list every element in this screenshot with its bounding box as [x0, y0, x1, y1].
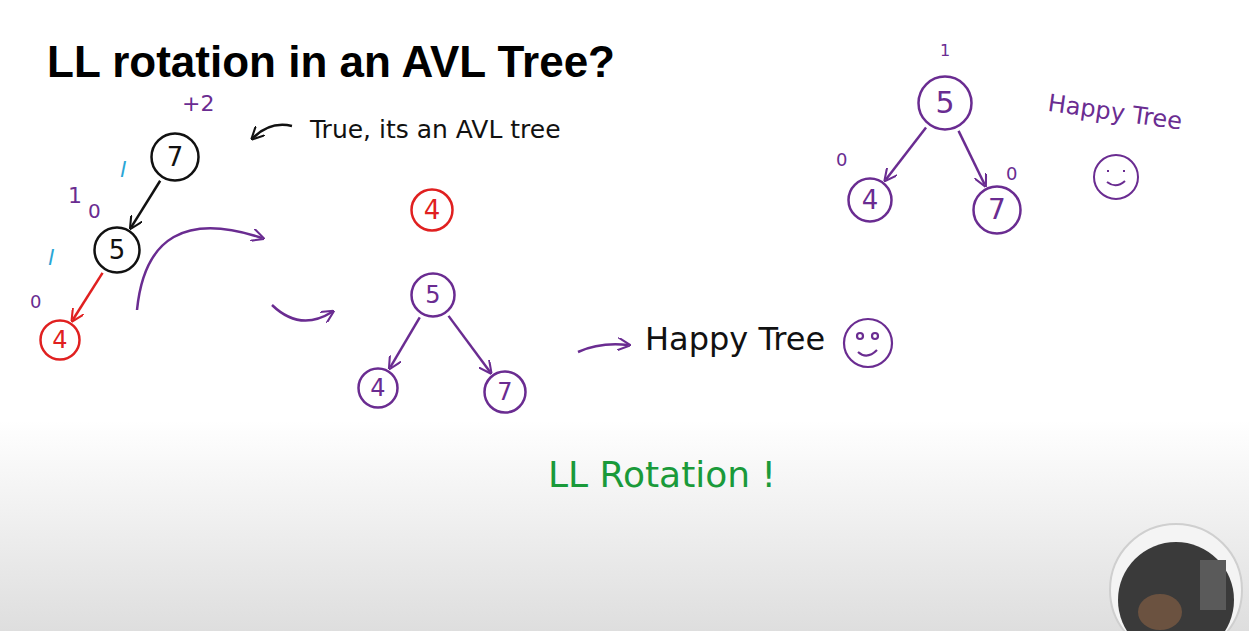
webcam-overlay [1110, 524, 1242, 631]
node-value: 4 [424, 197, 441, 223]
annotation: 0 [30, 292, 41, 312]
tree-node: 7 [972, 185, 1022, 235]
node-value: 7 [497, 380, 512, 404]
rotation-arrow [137, 228, 262, 310]
tree-node: 7 [483, 370, 527, 414]
annotation: l [120, 158, 126, 182]
annotation: 1 [940, 42, 950, 60]
title: LL rotation in an AVL Tree? [47, 38, 615, 86]
tree-node: 4 [410, 188, 454, 232]
tree-node: 4 [39, 319, 81, 361]
rotation-arrow [272, 305, 332, 321]
node-value: 5 [425, 283, 440, 307]
tree-edge [73, 273, 103, 320]
annotation: +2 [182, 92, 214, 116]
tree-node: 4 [847, 177, 893, 223]
annotation: l [48, 246, 54, 270]
node-value: 5 [109, 237, 126, 263]
annotation: 1 [68, 184, 82, 208]
tree-node: 4 [357, 367, 399, 409]
tree-node: 5 [410, 272, 456, 318]
tree-node: 5 [917, 75, 973, 131]
node-value: 5 [935, 88, 954, 118]
smiley-face [844, 319, 892, 367]
annotation: Happy Tree [1046, 90, 1183, 135]
annotation: LL Rotation ! [548, 455, 776, 495]
tree-edge [448, 316, 490, 372]
tree-edge [390, 317, 420, 367]
node-value: 4 [52, 328, 67, 352]
smiley-face [1094, 155, 1138, 199]
tree-edge [886, 128, 926, 180]
tree-edge [959, 131, 985, 185]
tree-node: 7 [150, 132, 200, 182]
annotation: Happy Tree [645, 322, 825, 357]
node-value: 7 [167, 144, 184, 170]
tree-edge [131, 181, 160, 227]
result-arrow [578, 344, 628, 352]
node-value: 4 [370, 376, 385, 400]
annotation: 0 [88, 200, 101, 222]
pointer-arrow [253, 125, 292, 138]
annotation: 0 [836, 150, 847, 170]
annotation: 0 [1006, 164, 1017, 184]
tree-node: 5 [93, 226, 141, 274]
node-value: 4 [862, 187, 879, 213]
node-value: 7 [988, 196, 1006, 224]
annotation: True, its an AVL tree [310, 116, 561, 144]
